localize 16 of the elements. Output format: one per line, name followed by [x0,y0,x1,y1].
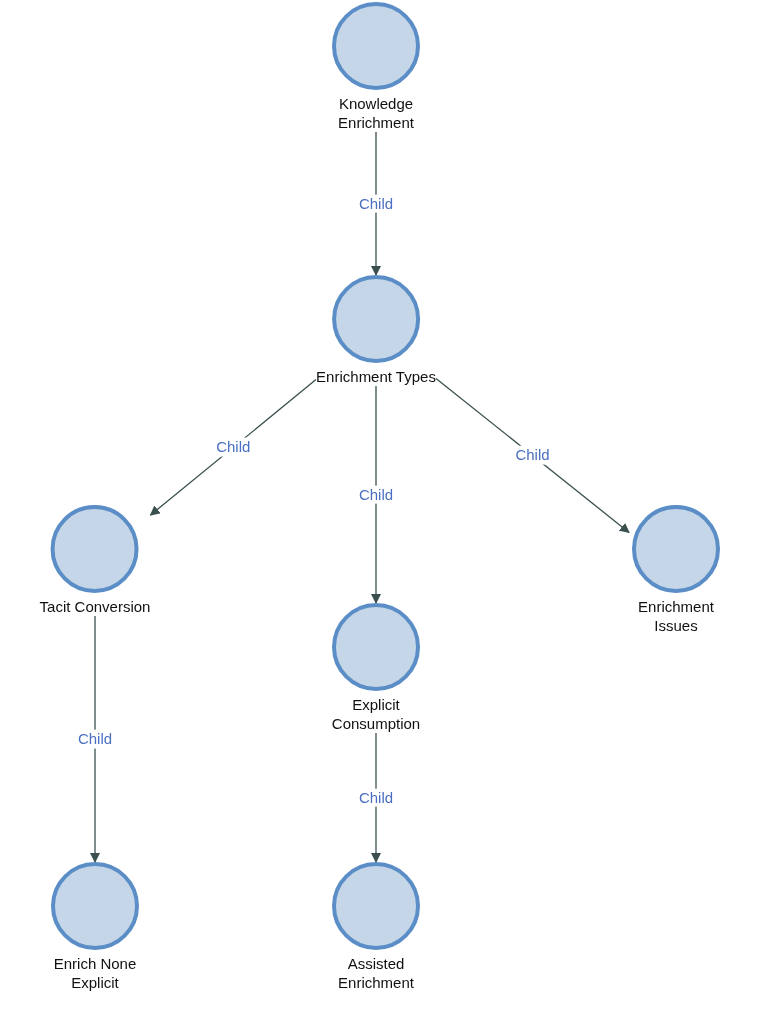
edge-label: Child [214,437,253,457]
edge-label: Child [75,729,115,749]
edge-label: Child [513,446,552,465]
arrow [371,385,381,604]
edge-label: Child [356,485,396,504]
edge-label: Child [356,788,396,807]
node-label: Assisted Enrichment [337,954,415,992]
node-label: Enrichment Issues [637,597,715,635]
node-label: Knowledge Enrichment [337,94,415,132]
node-label: Enrich None Explicit [52,954,138,992]
arrow [90,615,100,863]
edge-label: Child [356,194,396,213]
node-label: Tacit Conversion [39,597,151,616]
node-label: Enrichment Types [316,367,436,386]
arrow [371,131,381,276]
node-label: Explicit Consumption [330,695,422,733]
